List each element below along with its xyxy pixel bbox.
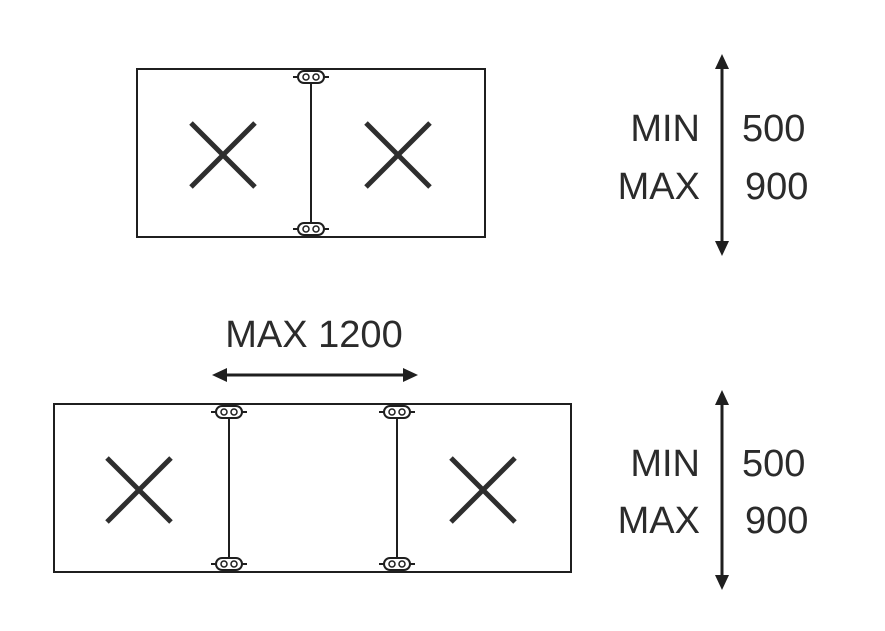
- top-min-value: 500: [742, 108, 805, 150]
- arrow-down-icon: [715, 241, 729, 256]
- bottom-height-dimension: [715, 390, 729, 590]
- clamp-icon: [210, 557, 248, 571]
- bottom-width-label: MAX 1200: [225, 314, 402, 356]
- clamp-icon: [292, 70, 330, 84]
- bottom-min-label: MIN: [630, 443, 700, 485]
- arrow-up-icon: [715, 54, 729, 69]
- arrow-right-icon: [403, 368, 418, 382]
- x-mark-icon: [449, 456, 517, 524]
- top-min-label: MIN: [630, 108, 700, 150]
- arrow-left-icon: [212, 368, 227, 382]
- top-max-value: 900: [745, 166, 808, 208]
- bottom-max-value: 900: [745, 500, 808, 542]
- arrow-down-icon: [715, 575, 729, 590]
- bottom-width-dimension: [212, 368, 418, 382]
- x-mark-icon: [105, 456, 173, 524]
- clamp-icon: [292, 222, 330, 236]
- top-height-dimension: [715, 54, 729, 256]
- clamp-icon: [378, 405, 416, 419]
- bottom-max-label: MAX: [618, 500, 700, 542]
- clamp-icon: [378, 557, 416, 571]
- arrow-up-icon: [715, 390, 729, 405]
- bottom-panel: [53, 403, 572, 573]
- clamp-icon: [210, 405, 248, 419]
- bottom-min-value: 500: [742, 443, 805, 485]
- bottom-panel-outline: [53, 403, 572, 573]
- x-mark-icon: [364, 121, 432, 189]
- top-panel: [136, 68, 486, 238]
- x-mark-icon: [189, 121, 257, 189]
- top-max-label: MAX: [618, 166, 700, 208]
- top-panel-outline: [136, 68, 486, 238]
